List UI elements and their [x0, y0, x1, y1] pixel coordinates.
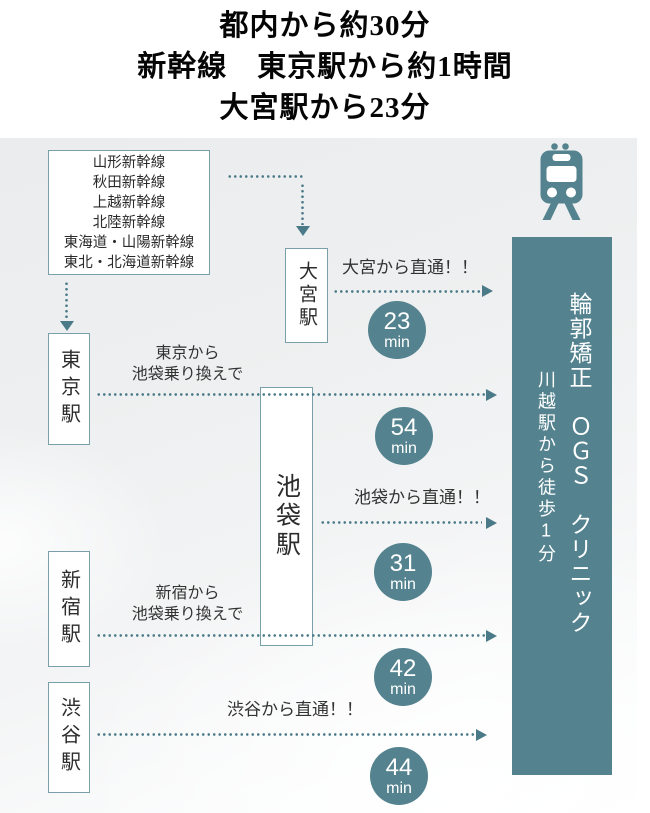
route-label-line: 池袋から直通！！ — [354, 488, 490, 507]
route-label-shinjuku: 新宿から 池袋乗り換えで — [105, 583, 270, 625]
route-label-ikebukuro: 池袋から直通！！ — [342, 487, 502, 508]
route-label-line: 池袋乗り換えで — [131, 606, 244, 623]
title-line-3: 大宮駅から23分 — [219, 92, 431, 124]
arrowhead-down-tokyo-icon — [60, 321, 74, 331]
time-unit: min — [384, 334, 410, 351]
arrowhead-right-shinjuku-icon — [486, 630, 497, 642]
shinkansen-lines-box: 山形新幹線 秋田新幹線 上越新幹線 北陸新幹線 東海道・山陽新幹線 東北・北海道… — [48, 150, 210, 275]
shinkansen-line: 秋田新幹線 — [92, 174, 166, 191]
dotted-arrow-shibuya — [96, 733, 476, 736]
arrowhead-right-ikebukuro-icon — [486, 517, 497, 529]
time-minutes: 31 — [389, 550, 417, 577]
route-label-line: 大宮から直通！！ — [342, 258, 478, 277]
dotted-arrow-omiya — [333, 290, 482, 293]
route-label-line: 池袋乗り換えで — [131, 366, 244, 383]
shinkansen-line: 東海道・山陽新幹線 — [63, 234, 195, 251]
dotted-arrow-shinjuku — [96, 634, 486, 637]
shinkansen-line: 山形新幹線 — [92, 154, 166, 171]
station-label-shinjuku: 新宿駅 — [57, 568, 80, 650]
destination-access: 川越駅から徒歩1分 — [536, 370, 556, 566]
destination-bar: 輪郭矯正 ＯＧＳ クリニック 川越駅から徒歩1分 — [512, 237, 612, 775]
station-label-omiya: 大宮駅 — [296, 261, 317, 330]
title-line-1: 都内から約30分 — [219, 10, 431, 42]
title-line-2: 新幹線 東京駅から約1時間 — [137, 51, 513, 83]
route-label-shibuya: 渋谷から直通！！ — [215, 699, 375, 720]
time-minutes: 54 — [390, 414, 418, 441]
station-label-shibuya: 渋谷駅 — [57, 697, 80, 778]
time-unit: min — [391, 440, 417, 457]
station-label-ikebukuro: 池袋駅 — [272, 473, 301, 560]
arrowhead-right-shibuya-icon — [476, 729, 487, 741]
dotted-line-shinkansen-to-omiya-v — [301, 183, 304, 225]
time-badge-23min: 23 min — [368, 301, 426, 359]
station-box-tokyo: 東京駅 — [48, 333, 90, 445]
station-label-tokyo: 東京駅 — [57, 348, 80, 430]
time-badge-54min: 54 min — [375, 407, 433, 465]
time-badge-31min: 31 min — [374, 543, 432, 601]
shinkansen-line: 東北・北海道新幹線 — [63, 254, 195, 271]
shinkansen-line: 上越新幹線 — [92, 194, 166, 211]
route-label-tokyo: 東京から 池袋乗り換えで — [105, 343, 270, 385]
train-icon — [537, 142, 586, 220]
route-label-line: 渋谷から直通！！ — [227, 700, 363, 719]
arrowhead-right-tokyo-icon — [486, 389, 497, 401]
route-label-omiya: 大宮から直通！！ — [330, 257, 490, 278]
shinkansen-line: 北陸新幹線 — [92, 214, 166, 231]
time-unit: min — [390, 576, 416, 593]
route-label-line: 東京から — [155, 345, 220, 362]
arrowhead-down-omiya-icon — [296, 226, 310, 236]
arrowhead-right-omiya-icon — [482, 285, 493, 297]
dotted-line-shinkansen-to-omiya-h — [227, 175, 303, 178]
destination-name: 輪郭矯正 ＯＧＳ クリニック — [566, 292, 592, 635]
dotted-line-shinkansen-to-tokyo-v — [65, 281, 68, 321]
station-box-shibuya: 渋谷駅 — [48, 682, 90, 793]
station-box-omiya: 大宮駅 — [285, 248, 328, 343]
station-box-shinjuku: 新宿駅 — [48, 551, 90, 667]
time-badge-42min: 42 min — [374, 648, 432, 706]
time-minutes: 42 — [389, 655, 417, 682]
time-minutes: 44 — [385, 754, 413, 781]
time-unit: min — [386, 780, 412, 797]
station-box-ikebukuro: 池袋駅 — [260, 387, 313, 646]
dotted-arrow-ikebukuro — [320, 521, 482, 524]
time-unit: min — [390, 681, 416, 698]
page-title: 都内から約30分 新幹線 東京駅から約1時間 大宮駅から23分 — [0, 6, 650, 129]
time-badge-44min: 44 min — [370, 747, 428, 805]
time-minutes: 23 — [383, 308, 411, 335]
dotted-arrow-tokyo — [96, 393, 486, 396]
route-label-line: 新宿から — [155, 585, 220, 602]
